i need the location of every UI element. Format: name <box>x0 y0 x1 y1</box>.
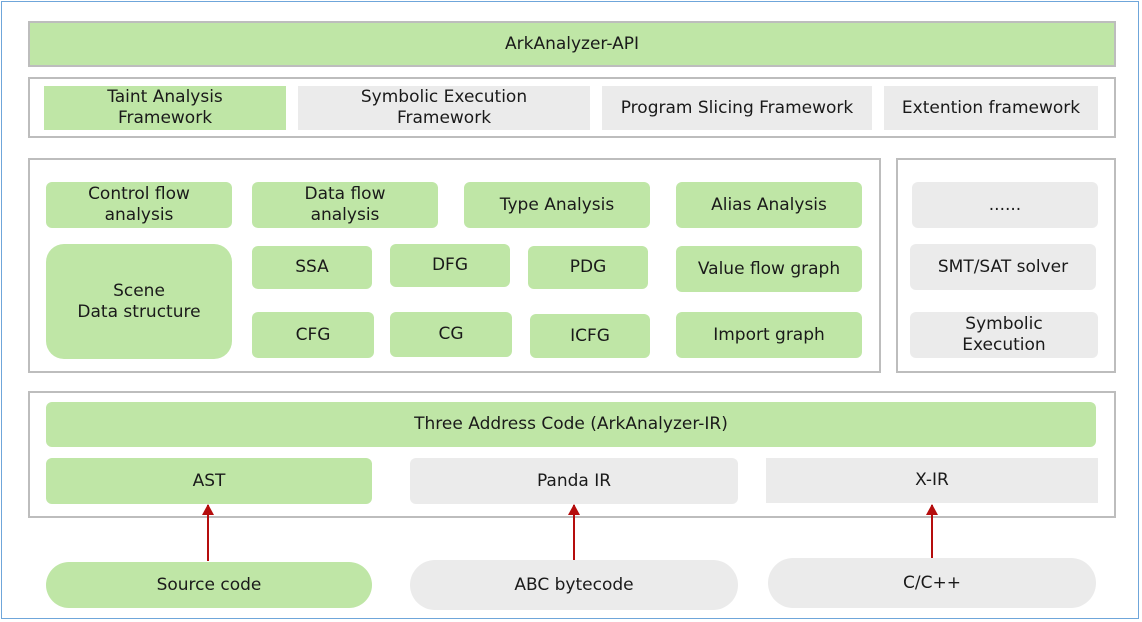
arrow-abc-to-panda <box>568 504 580 561</box>
type-analysis: Type Analysis <box>464 182 650 228</box>
taint-analysis-framework: Taint Analysis Framework <box>44 86 286 130</box>
ast-box: AST <box>46 458 372 504</box>
solver-panel <box>896 158 1116 373</box>
program-slicing-framework: Program Slicing Framework <box>602 86 872 130</box>
extension-framework: Extention framework <box>884 86 1098 130</box>
api-panel <box>28 21 1116 67</box>
ellipsis-box: ...... <box>912 182 1098 228</box>
arrow-c-to-xir <box>926 504 938 561</box>
pdg-box: PDG <box>528 246 648 289</box>
import-graph: Import graph <box>676 312 862 358</box>
arrow-source-to-ast <box>202 504 214 561</box>
symbolic-execution-framework: Symbolic Execution Framework <box>298 86 590 130</box>
symbolic-execution: Symbolic Execution <box>910 312 1098 358</box>
value-flow-graph: Value flow graph <box>676 246 862 292</box>
source-code-box: Source code <box>46 562 372 608</box>
icfg-box: ICFG <box>530 314 650 358</box>
smt-sat-solver: SMT/SAT solver <box>910 244 1096 290</box>
cfg-box: CFG <box>252 312 374 358</box>
ssa-box: SSA <box>252 246 372 289</box>
dfg-box: DFG <box>390 244 510 287</box>
abc-bytecode-box: ABC bytecode <box>410 560 738 610</box>
control-flow-analysis: Control flow analysis <box>46 182 232 228</box>
scene-data-structure: Scene Data structure <box>46 244 232 359</box>
framework-panel <box>28 77 1116 138</box>
api-bar: ArkAnalyzer-API <box>30 23 1114 65</box>
ir-panel <box>28 391 1116 518</box>
cg-box: CG <box>390 312 512 357</box>
c-cpp-box: C/C++ <box>768 558 1096 608</box>
data-flow-analysis: Data flow analysis <box>252 182 438 228</box>
three-address-code: Three Address Code (ArkAnalyzer-IR) <box>46 402 1096 447</box>
alias-analysis: Alias Analysis <box>676 182 862 228</box>
x-ir-box: X-IR <box>766 458 1098 503</box>
analysis-panel <box>28 158 881 373</box>
panda-ir-box: Panda IR <box>410 458 738 504</box>
